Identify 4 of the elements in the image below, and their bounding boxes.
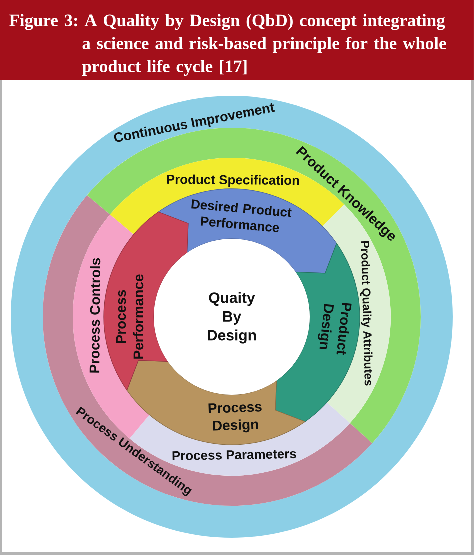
cycle-segment: Process Performance bbox=[104, 212, 189, 391]
title-banner: Figure 3: A Quality by Design (QbD) concept integrating a science and risk-based principle for the whole product life cycle [17] bbox=[0, 0, 474, 80]
cycle-segment: Product Design bbox=[275, 243, 360, 422]
cycle-segment: Desired Product Performance bbox=[158, 188, 338, 274]
